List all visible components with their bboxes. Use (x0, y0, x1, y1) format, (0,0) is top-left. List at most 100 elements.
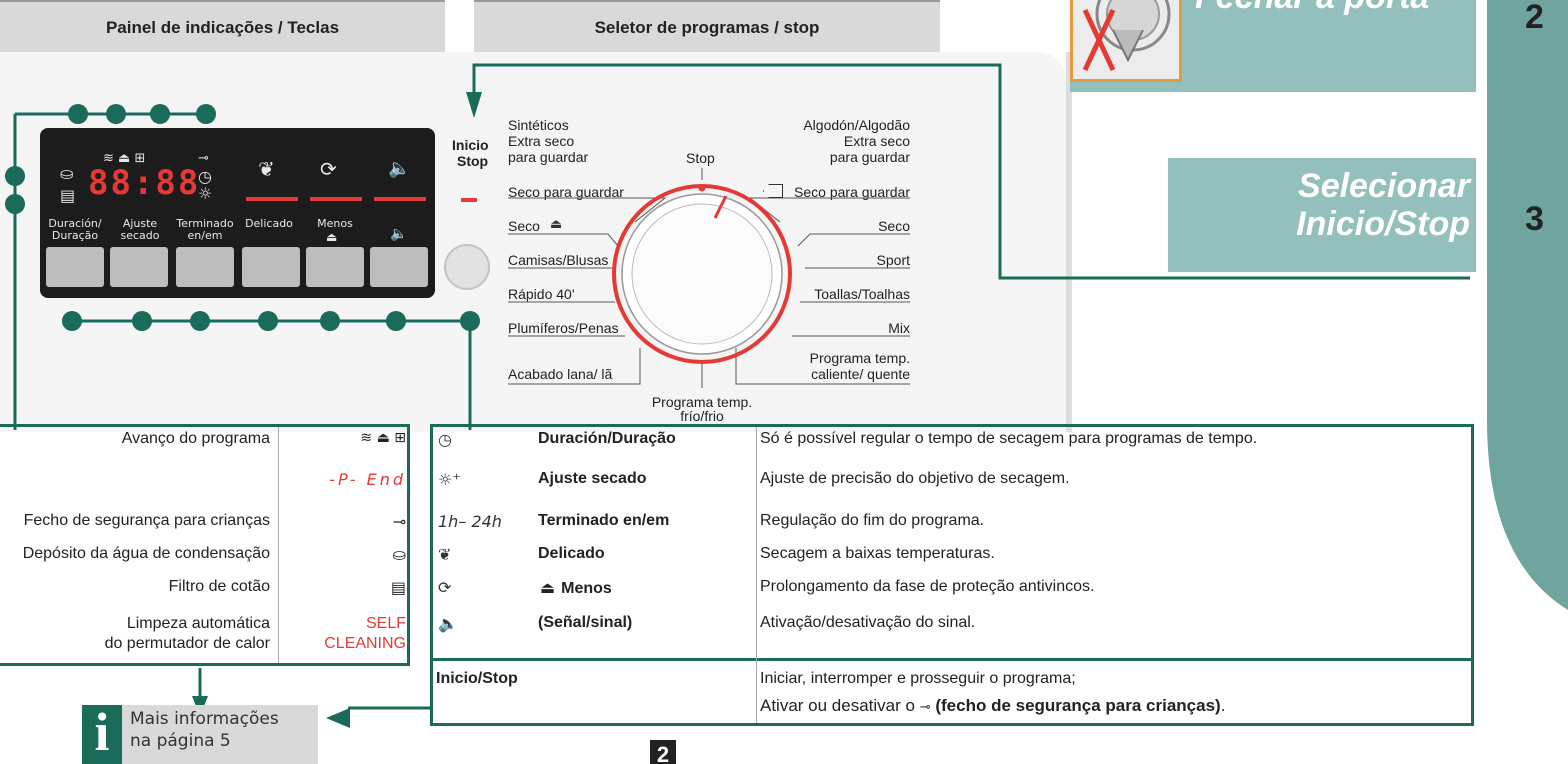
door-illustration-icon (1082, 0, 1171, 72)
key-name: ⏏ Menos (540, 578, 612, 598)
key-sinal[interactable] (370, 247, 428, 287)
indicator-table (0, 424, 410, 666)
key-icon: ⊸ (919, 700, 931, 715)
indicator-table-divider (278, 427, 279, 663)
key-delicado[interactable] (242, 247, 300, 287)
info-text-box (122, 705, 318, 764)
label-duracion: Duración/ Duração (48, 217, 102, 242)
iron-icon: ⏏ (550, 217, 563, 232)
anticrease-icon: ⟳ (320, 157, 337, 181)
condensation-tank-icon: ⛀ (60, 164, 74, 183)
start-label-1: Inicio (452, 137, 489, 153)
close-door-text: Fechar a porta (1195, 0, 1429, 17)
key-name: Terminado en/em (538, 512, 670, 529)
anticrease-icon: ⟳ (438, 578, 452, 597)
key-desc: Ativação/desativação do sinal. (760, 614, 976, 631)
indicator-label: Depósito da água de condensação (22, 545, 270, 562)
digit-display: 88:88 (88, 163, 201, 203)
program-dial[interactable] (500, 110, 920, 410)
sun-plus-icon: ☼⁺ (438, 470, 461, 489)
start-led (461, 198, 477, 202)
label-ajuste: Ajuste secado (120, 217, 160, 242)
key-name: (Señal/sinal) (538, 614, 633, 631)
program-seco-guardar-r: Seco para guardar (794, 184, 910, 200)
label-menos: Menos (317, 217, 353, 230)
indicator-label: Filtro de cotão (168, 578, 270, 595)
key-menos[interactable] (306, 247, 364, 287)
feather-icon: ❦ (438, 545, 452, 564)
key-desc: Ajuste de precisão do objetivo de secage… (760, 470, 1070, 487)
display-panel (40, 128, 435, 298)
child-lock-icon: ⊸ (198, 151, 209, 166)
program-acabado: Acabado lana/ lã (508, 366, 613, 382)
program-seco-l: Seco (508, 218, 540, 234)
start-row-desc-1: Iniciar, interromper e prosseguir o prog… (760, 670, 1076, 687)
speaker-icon: 🔈 (388, 158, 411, 179)
divider-line (1070, 92, 1072, 432)
lint-filter-icon: ▤ (60, 186, 76, 205)
sun-plus-icon: ☼ (198, 184, 213, 203)
program-plumiferos: Plumíferos/Penas (508, 320, 619, 336)
self-cleaning-text: SELF CLEANING (324, 615, 406, 652)
keys-table-col-divider (756, 427, 757, 723)
program-stop: Stop (686, 150, 715, 166)
key-desc: Só é possível regular o tempo de secagem… (760, 430, 1258, 447)
connector-lines (5, 63, 1470, 728)
start-label-2: Stop (457, 153, 489, 169)
close-door-image (1070, 0, 1182, 82)
start-row-desc-2: Ativar ou desativar o ⊸ (fecho de segura… (760, 696, 1225, 716)
program-temp-caliente: Programa temp. caliente/ quente (809, 350, 910, 382)
program-algodon: Algodón/Algodão Extra seco para guardar (803, 117, 910, 165)
program-temp-frio: Programa temp. frío/frio (651, 394, 753, 424)
key-name: Duración/Duração (538, 430, 676, 447)
indicator-label: Limpeza automática do permutador de calo… (104, 615, 270, 652)
iron-icon: ⏏ (540, 578, 556, 597)
menos-bar (310, 197, 362, 201)
key-name-text: Menos (561, 580, 612, 597)
keys-table-row-divider (433, 658, 1471, 661)
program-seco-guardar-l: Seco para guardar (508, 184, 624, 200)
tank-icon: ⛀ (392, 545, 406, 564)
seco-guardar-icon (763, 184, 783, 198)
side-band-shape (1487, 0, 1568, 610)
key-ajuste[interactable] (110, 247, 168, 287)
dry-stages-icon: ≋ ⏏ ⊞ (360, 430, 406, 446)
keys-table (430, 424, 1474, 726)
info-icon: i (94, 702, 110, 762)
speaker-icon: 🔈 (438, 614, 458, 633)
side-number-2: 2 (1525, 0, 1544, 36)
p-end-code: -P- End (329, 470, 406, 489)
tab-display-keys: Painel de indicações / Teclas (0, 0, 445, 54)
info-text-2: na página 5 (130, 731, 231, 751)
sinal-bar (374, 197, 426, 201)
key-duracion[interactable] (46, 247, 104, 287)
program-camisas: Camisas/Blusas (508, 252, 609, 268)
side-number-3: 3 (1525, 200, 1544, 238)
program-mix: Mix (888, 320, 910, 336)
label-terminado: Terminado en/em (176, 217, 234, 242)
info-icon-box (82, 705, 122, 764)
delicado-bar (246, 197, 298, 201)
filter-icon: ▤ (390, 578, 406, 597)
tab-program-selector: Seletor de programas / stop (474, 0, 940, 54)
indicator-label: Avanço do programa (121, 430, 270, 447)
dry-stage-iron-icon: ≋ ⏏ ⊞ (103, 151, 146, 166)
label-delicado: Delicado (245, 217, 293, 230)
start-row-prefix: Ativar ou desativar o (760, 696, 915, 715)
info-text-1: Mais informações (130, 709, 279, 729)
program-sinteticos: Sintéticos Extra seco para guardar (508, 117, 589, 165)
indicator-label: Fecho de segurança para crianças (23, 512, 270, 529)
program-sport: Sport (876, 252, 910, 268)
key-icon: ⊸ (392, 512, 406, 531)
program-seco-r: Seco (878, 218, 910, 234)
key-name: Ajuste secado (538, 470, 647, 487)
panel-edge (1066, 52, 1070, 432)
start-row-suffix: . (1220, 696, 1226, 715)
start-stop-button[interactable] (444, 244, 490, 290)
program-rapido: Rápido 40' (508, 286, 575, 302)
key-terminado[interactable] (176, 247, 234, 287)
key-name: Delicado (538, 545, 605, 562)
select-start-text-2: Inicio/Stop (1296, 205, 1470, 243)
page-number: 2 (650, 740, 676, 764)
key-desc: Prolongamento da fase de proteção antivi… (760, 578, 1095, 595)
